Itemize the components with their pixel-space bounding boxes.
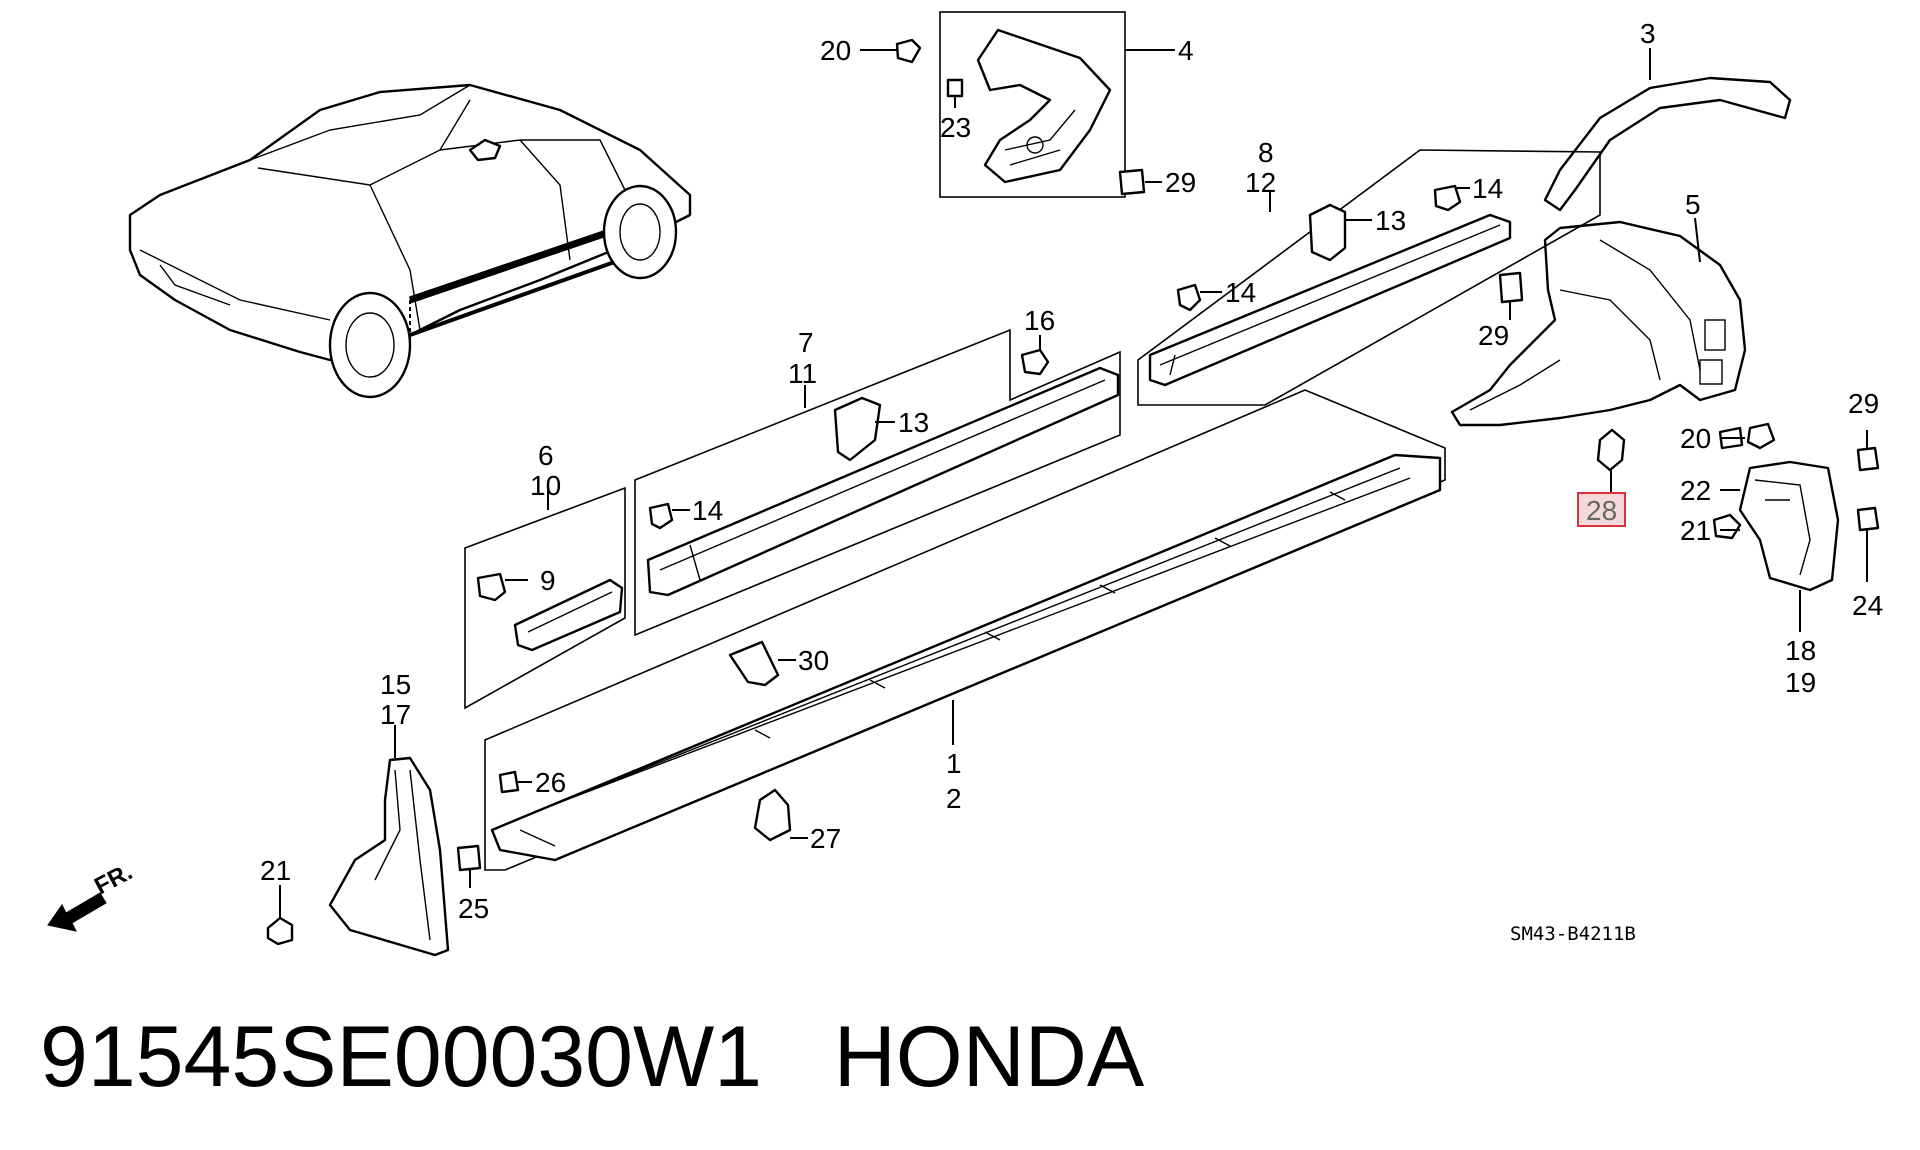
callout-3[interactable]: 3 [1640,18,1656,49]
callout-14[interactable]: 14 [692,495,723,526]
callout-28[interactable]: 28 [1586,495,1617,526]
callout-18[interactable]: 18 [1785,635,1816,666]
callout-29[interactable]: 29 [1165,167,1196,198]
callout-16[interactable]: 16 [1024,305,1055,336]
part-group-4 [895,11,1146,198]
callout-13[interactable]: 13 [898,407,929,438]
callout-22[interactable]: 22 [1680,475,1711,506]
callout-20[interactable]: 20 [1680,423,1711,454]
callout-labels: 20 4 23 29 3 5 29 8 12 13 14 14 7 11 16 … [260,18,1883,924]
diagram-reference-code: SM43-B4211B [1510,923,1636,945]
callout-15[interactable]: 15 [380,669,411,700]
leader-lines [279,48,1868,918]
part-number: 91545SE00030W1 [40,1009,763,1105]
callout-10[interactable]: 10 [530,470,561,501]
part-group-18-19-mudguard [1712,422,1880,592]
callout-24[interactable]: 24 [1852,590,1883,621]
callout-25[interactable]: 25 [458,893,489,924]
highlight-box-28[interactable] [1577,492,1626,527]
car-illustration [128,83,692,399]
part-5-fender-liner [1450,220,1747,427]
part-group-6-10 [464,486,626,710]
callout-29[interactable]: 29 [1478,320,1509,351]
direction-label: FR. [90,858,137,900]
callout-14[interactable]: 14 [1225,277,1256,308]
callout-11[interactable]: 11 [788,358,817,389]
callout-21[interactable]: 21 [1680,515,1711,546]
callout-29[interactable]: 29 [1848,388,1879,419]
footer-caption: 91545SE00030W1 HONDA [40,1008,1144,1107]
callout-19[interactable]: 19 [1785,667,1816,698]
callout-12[interactable]: 12 [1245,167,1276,198]
callout-6[interactable]: 6 [538,440,554,471]
part-group-8-12 [1137,149,1601,406]
callout-4[interactable]: 4 [1178,35,1194,66]
callout-13[interactable]: 13 [1375,205,1406,236]
part-group-1-2-side-sill [484,389,1446,871]
part-28-clip [1596,428,1626,472]
callout-2[interactable]: 2 [946,783,962,814]
callout-7[interactable]: 7 [798,327,814,358]
callout-5[interactable]: 5 [1685,189,1701,220]
callout-30[interactable]: 30 [798,645,829,676]
front-direction-arrow: FR. [47,858,137,932]
callout-1[interactable]: 1 [946,748,962,779]
part-3-arch-molding [1543,76,1792,212]
callout-26[interactable]: 26 [535,767,566,798]
callout-14[interactable]: 14 [1472,173,1503,204]
callout-9[interactable]: 9 [540,565,556,596]
callout-21[interactable]: 21 [260,855,291,886]
part-group-7-11 [634,328,1121,637]
callout-8[interactable]: 8 [1258,137,1274,168]
brand-name: HONDA [833,1009,1145,1105]
callout-23[interactable]: 23 [940,112,971,143]
callout-17[interactable]: 17 [380,699,411,730]
callout-20[interactable]: 20 [820,35,851,66]
part-group-15-17-mudguard [266,756,482,957]
callout-27[interactable]: 27 [810,823,841,854]
